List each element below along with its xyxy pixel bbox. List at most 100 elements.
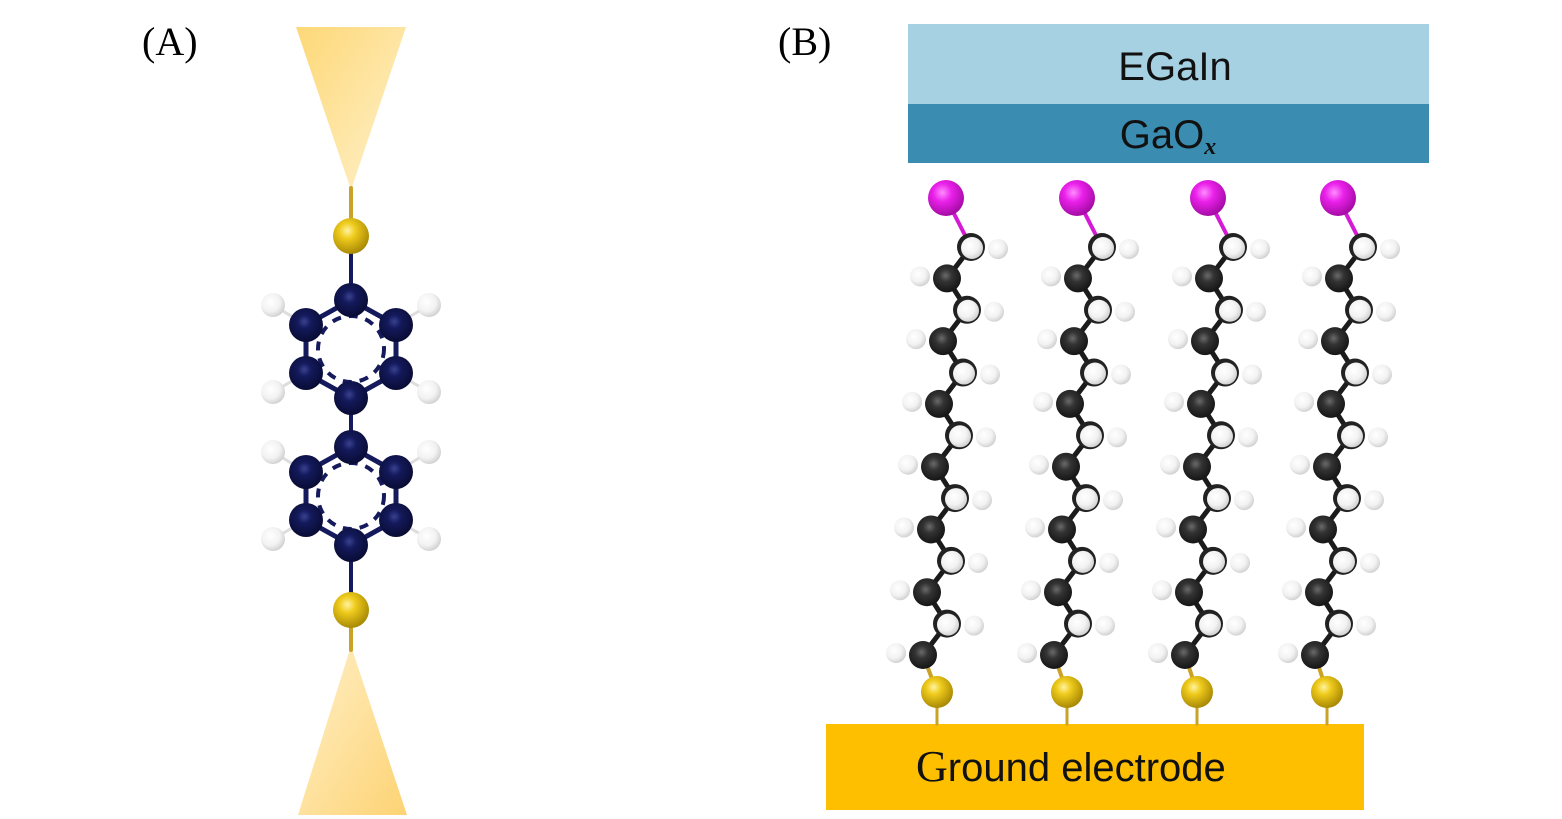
hydrogen-atom: [261, 440, 285, 464]
hydrogen-atom: [261, 293, 285, 317]
hydrogen-atom: [890, 580, 910, 601]
hydrogen-atom-front: [957, 299, 979, 322]
hydrogen-atom-front: [945, 488, 967, 511]
hydrogen-atom: [1368, 427, 1388, 448]
hydrogen-atom: [1037, 329, 1057, 350]
carbon-atom: [1056, 389, 1084, 418]
carbon-atom: [929, 327, 957, 356]
hydrogen-atom-front: [1223, 237, 1245, 259]
aromatic-carbon-atom: [289, 455, 323, 489]
aromatic-ring-dashes: [316, 461, 386, 531]
carbon-atom: [1044, 578, 1072, 607]
carbon-atom: [1179, 515, 1207, 544]
hydrogen-atom: [1152, 580, 1172, 601]
hydrogen-atom: [980, 364, 1000, 385]
aromatic-carbon-atom: [289, 356, 323, 390]
carbon-atom: [1040, 641, 1068, 669]
hydrogen-atom: [417, 527, 441, 551]
aromatic-carbon-atom: [379, 308, 413, 342]
carbon-atom: [1048, 515, 1076, 544]
hydrogen-atom: [1148, 643, 1168, 663]
hydrogen-atom: [1356, 615, 1376, 636]
hydrogen-atom: [964, 615, 984, 636]
hydrogen-atom: [1021, 580, 1041, 601]
aromatic-carbon-atom: [334, 283, 368, 317]
carbon-atom: [1305, 578, 1333, 607]
hydrogen-atom: [1298, 329, 1318, 350]
hydrogen-atom-front: [1341, 425, 1363, 448]
aromatic-carbon-atom: [379, 356, 413, 390]
egain-layer: [908, 24, 1429, 104]
hydrogen-atom: [1095, 615, 1115, 636]
sulfur-atom: [1051, 676, 1083, 708]
carbon-atom: [1317, 389, 1345, 418]
hydrogen-atom: [1230, 552, 1250, 573]
hydrogen-atom: [898, 454, 918, 475]
hydrogen-atom: [1250, 239, 1270, 259]
hydrogen-atom: [1234, 490, 1254, 511]
ground-electrode-label: Ground electrode: [916, 742, 1226, 791]
egain-label: EGaIn: [1118, 45, 1231, 89]
hydrogen-atom-front: [1345, 362, 1367, 385]
carbon-atom: [913, 578, 941, 607]
hydrogen-atom-front: [1207, 488, 1229, 511]
carbon-atom: [917, 515, 945, 544]
hydrogen-atom: [1380, 239, 1400, 259]
aromatic-carbon-atom: [334, 430, 368, 464]
aromatic-ring-dashes: [316, 314, 386, 384]
hydrogen-atom: [972, 490, 992, 511]
hydrogen-atom-front: [1329, 613, 1351, 636]
carbon-atom: [1183, 452, 1211, 481]
gaox-layer: [908, 104, 1429, 163]
hydrogen-atom: [1246, 301, 1266, 322]
hydrogen-atom-front: [1211, 425, 1233, 448]
sulfur-atom: [1181, 676, 1213, 708]
carbon-atom: [1325, 264, 1353, 293]
hydrogen-atom: [1172, 266, 1192, 287]
carbon-atom: [1321, 327, 1349, 356]
hydrogen-atom: [1033, 391, 1053, 412]
terminal-atom: [1320, 180, 1356, 216]
hydrogen-atom: [417, 380, 441, 404]
alkyl-chain: [1017, 180, 1139, 726]
panel-a-junction: [261, 27, 441, 815]
hydrogen-atom-front: [1333, 550, 1355, 573]
carbon-atom: [1313, 452, 1341, 481]
carbon-atom: [933, 264, 961, 293]
carbon-atom: [1309, 515, 1337, 544]
terminal-atom: [928, 180, 964, 216]
hydrogen-atom: [886, 643, 906, 663]
carbon-atom: [1175, 578, 1203, 607]
hydrogen-atom-front: [953, 362, 975, 385]
hydrogen-atom: [1294, 391, 1314, 412]
hydrogen-atom-front: [1092, 237, 1114, 259]
hydrogen-atom-front: [937, 613, 959, 636]
carbon-atom: [1187, 389, 1215, 418]
hydrogen-atom: [261, 527, 285, 551]
hydrogen-atom-front: [1080, 425, 1102, 448]
hydrogen-atom: [1226, 615, 1246, 636]
ground-electrode: [826, 724, 1364, 810]
aromatic-carbon-atom: [289, 503, 323, 537]
alkyl-chain: [886, 180, 1008, 726]
hydrogen-atom: [1029, 454, 1049, 475]
hydrogen-atom: [1238, 427, 1258, 448]
hydrogen-atom: [1119, 239, 1139, 259]
carbon-atom: [1195, 264, 1223, 293]
hydrogen-atom: [1160, 454, 1180, 475]
hydrogen-atom-front: [1353, 237, 1375, 259]
aromatic-carbon-atom: [334, 381, 368, 415]
hydrogen-atom: [1164, 391, 1184, 412]
hydrogen-atom: [1376, 301, 1396, 322]
hydrogen-atom: [988, 239, 1008, 259]
hydrogen-atom: [1107, 427, 1127, 448]
hydrogen-atom: [1115, 301, 1135, 322]
hydrogen-atom: [1099, 552, 1119, 573]
alkyl-chain: [1278, 180, 1400, 726]
hydrogen-atom-front: [1199, 613, 1221, 636]
hydrogen-atom: [902, 391, 922, 412]
alkyl-chain-monolayer: [886, 180, 1400, 726]
hydrogen-atom-front: [961, 237, 983, 259]
hydrogen-atom: [1360, 552, 1380, 573]
